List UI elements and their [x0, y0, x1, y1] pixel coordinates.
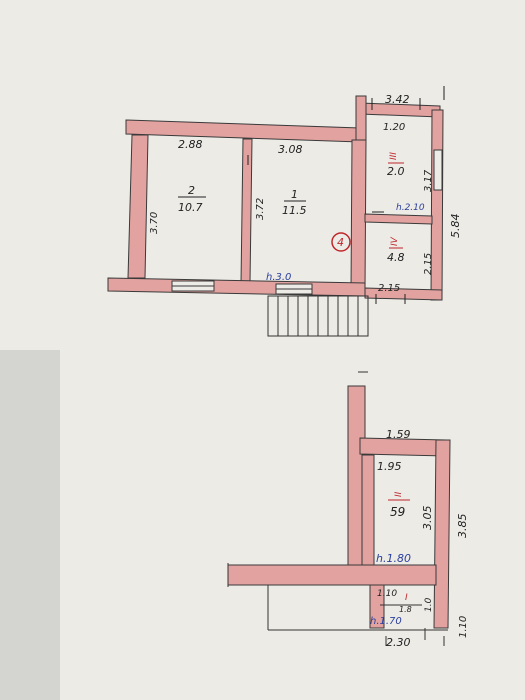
room-iv-area: 4.8 — [387, 251, 405, 264]
room-ii-area: 59 — [390, 505, 405, 519]
dim-5-84: 5.84 — [449, 214, 462, 239]
dim-2-15-vertical: 2.15 — [423, 253, 434, 275]
room-2-area: 10.7 — [178, 201, 203, 214]
dim-2-15-horizontal: 2.15 — [378, 283, 400, 294]
lower-wall-bottom — [227, 564, 437, 586]
dim-3-72: 3.72 — [255, 198, 266, 220]
room-i-wall — [369, 584, 385, 629]
dim-3-05: 3.05 — [421, 506, 434, 531]
circle-mark-label: 4 — [337, 236, 344, 249]
room-i-number: I — [405, 593, 408, 603]
paper-shadow — [0, 350, 60, 700]
ceiling-height-lower: h.1.80 — [376, 552, 411, 565]
ceiling-height-main: h.3.0 — [266, 272, 291, 283]
dim-1-20: 1.20 — [383, 122, 405, 133]
dim-1-59: 1.59 — [386, 428, 411, 441]
room-1-number: 1 — [291, 188, 298, 201]
window-right — [433, 149, 443, 191]
annex-wall-bottom — [364, 287, 443, 301]
ceiling-height-side: h.2.10 — [396, 203, 425, 213]
annex-wall-left — [355, 95, 367, 141]
dim-2-30: 2.30 — [386, 636, 411, 649]
room-iii-number: III — [389, 152, 399, 160]
dim-right-1-10: 1.10 — [458, 616, 469, 638]
upper-plan: 2.88 3.08 3.42 1.20 3.70 3.72 3.17 2.15 … — [107, 86, 462, 337]
lower-wall-inner — [361, 454, 375, 573]
dim-3-85: 3.85 — [456, 514, 469, 539]
upper-wall-partition-a — [240, 138, 253, 284]
dim-2-88: 2.88 — [178, 138, 203, 151]
ceiling-height-bottom: h.1.70 — [370, 616, 402, 627]
dim-3-70: 3.70 — [149, 212, 160, 234]
room-iv-number: IV — [390, 236, 400, 246]
lower-plan: 1.59 1.95 3.05 3.85 II 59 h.1.80 1.10 1.… — [227, 371, 469, 649]
room-iii-area: 2.0 — [387, 165, 405, 178]
annex-wall-mid — [364, 213, 433, 225]
dim-1-0: 1.0 — [424, 597, 434, 612]
dim-1-95: 1.95 — [377, 460, 402, 473]
circle-mark — [331, 232, 351, 252]
upper-wall-partition-b — [350, 139, 367, 291]
room-ii-number: II — [394, 491, 404, 497]
dim-3-08: 3.08 — [278, 143, 303, 156]
room-2-number: 2 — [188, 184, 195, 197]
dim-3-42: 3.42 — [385, 93, 410, 106]
room-1-area: 11.5 — [282, 204, 307, 217]
upper-wall-left — [127, 134, 149, 279]
dim-1-10: 1.10 — [377, 589, 397, 599]
room-i-area: 1.8 — [399, 605, 412, 614]
stairs — [267, 295, 369, 337]
dim-3-17: 3.17 — [423, 169, 434, 192]
lower-wall-right — [433, 439, 451, 629]
